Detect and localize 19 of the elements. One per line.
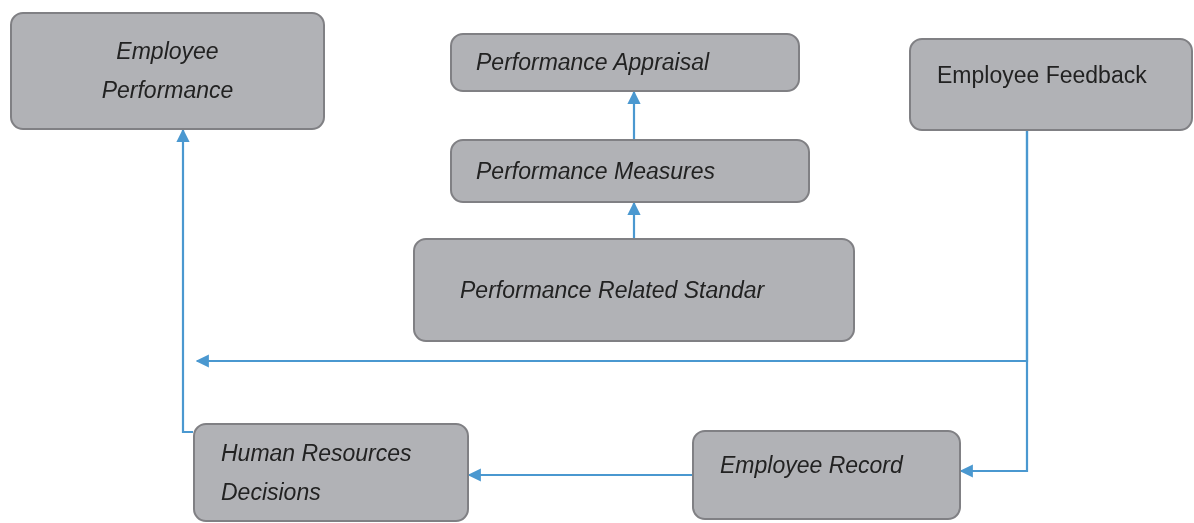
box-label: Employee Performance	[100, 37, 235, 105]
process-box	[10, 12, 325, 130]
arrow	[195, 131, 1029, 368]
box-label: Employee Record	[720, 451, 905, 480]
process-box	[193, 423, 469, 522]
box-label: Performance Appraisal	[476, 48, 711, 77]
process-box	[450, 33, 800, 92]
arrow	[627, 90, 641, 139]
process-box	[692, 430, 961, 520]
process-box	[450, 139, 810, 203]
box-label: Employee Feedback	[937, 61, 1148, 90]
box-label: Performance Related Standar	[460, 275, 766, 305]
process-box	[909, 38, 1193, 131]
arrow	[467, 468, 692, 482]
arrow	[627, 201, 641, 238]
process-box	[413, 238, 855, 342]
arrow	[176, 128, 193, 434]
box-label: Performance Measures	[476, 156, 717, 186]
box-label: Human Resources Decisions	[221, 438, 413, 507]
